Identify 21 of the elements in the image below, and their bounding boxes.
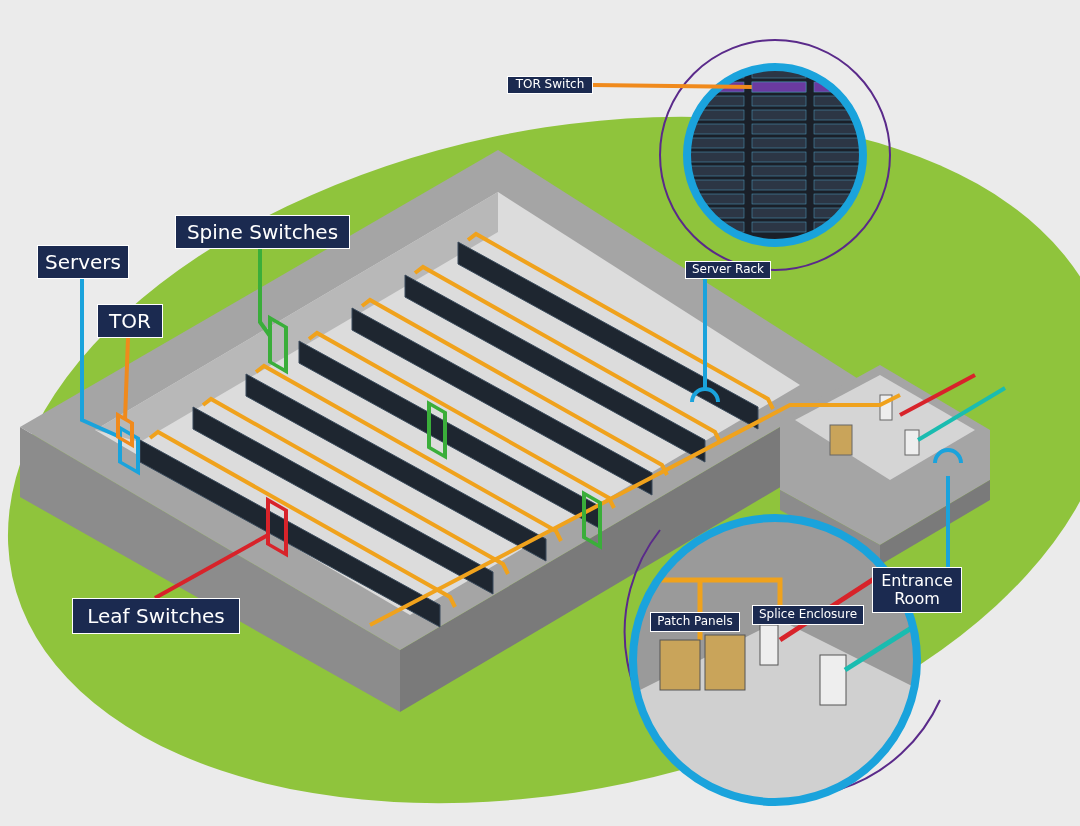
highlight-frame: [116, 411, 134, 449]
leader-line: [154, 533, 269, 600]
ring-marker: [690, 387, 720, 403]
highlight-frame: [266, 496, 288, 558]
callout-label: Patch Panels: [650, 612, 740, 632]
callout-label: Leaf Switches: [72, 598, 240, 634]
highlight-frame: [118, 424, 140, 476]
tor-switch-unit: [751, 81, 807, 93]
leader-line: [592, 83, 753, 89]
leader-line: [946, 476, 950, 567]
callout-label: Splice Enclosure: [752, 605, 864, 625]
callout-label: Entrance Room: [872, 567, 962, 613]
leader-line: [123, 337, 130, 421]
callout-label: Server Rack: [685, 261, 771, 279]
callout-label: TOR: [97, 304, 163, 338]
ring-marker: [933, 448, 963, 464]
highlight-frame: [268, 314, 288, 375]
callout-label: TOR Switch: [507, 76, 593, 94]
callout-label: Servers: [37, 245, 129, 279]
callout-label: Spine Switches: [175, 215, 350, 249]
leader-line: [703, 279, 707, 389]
